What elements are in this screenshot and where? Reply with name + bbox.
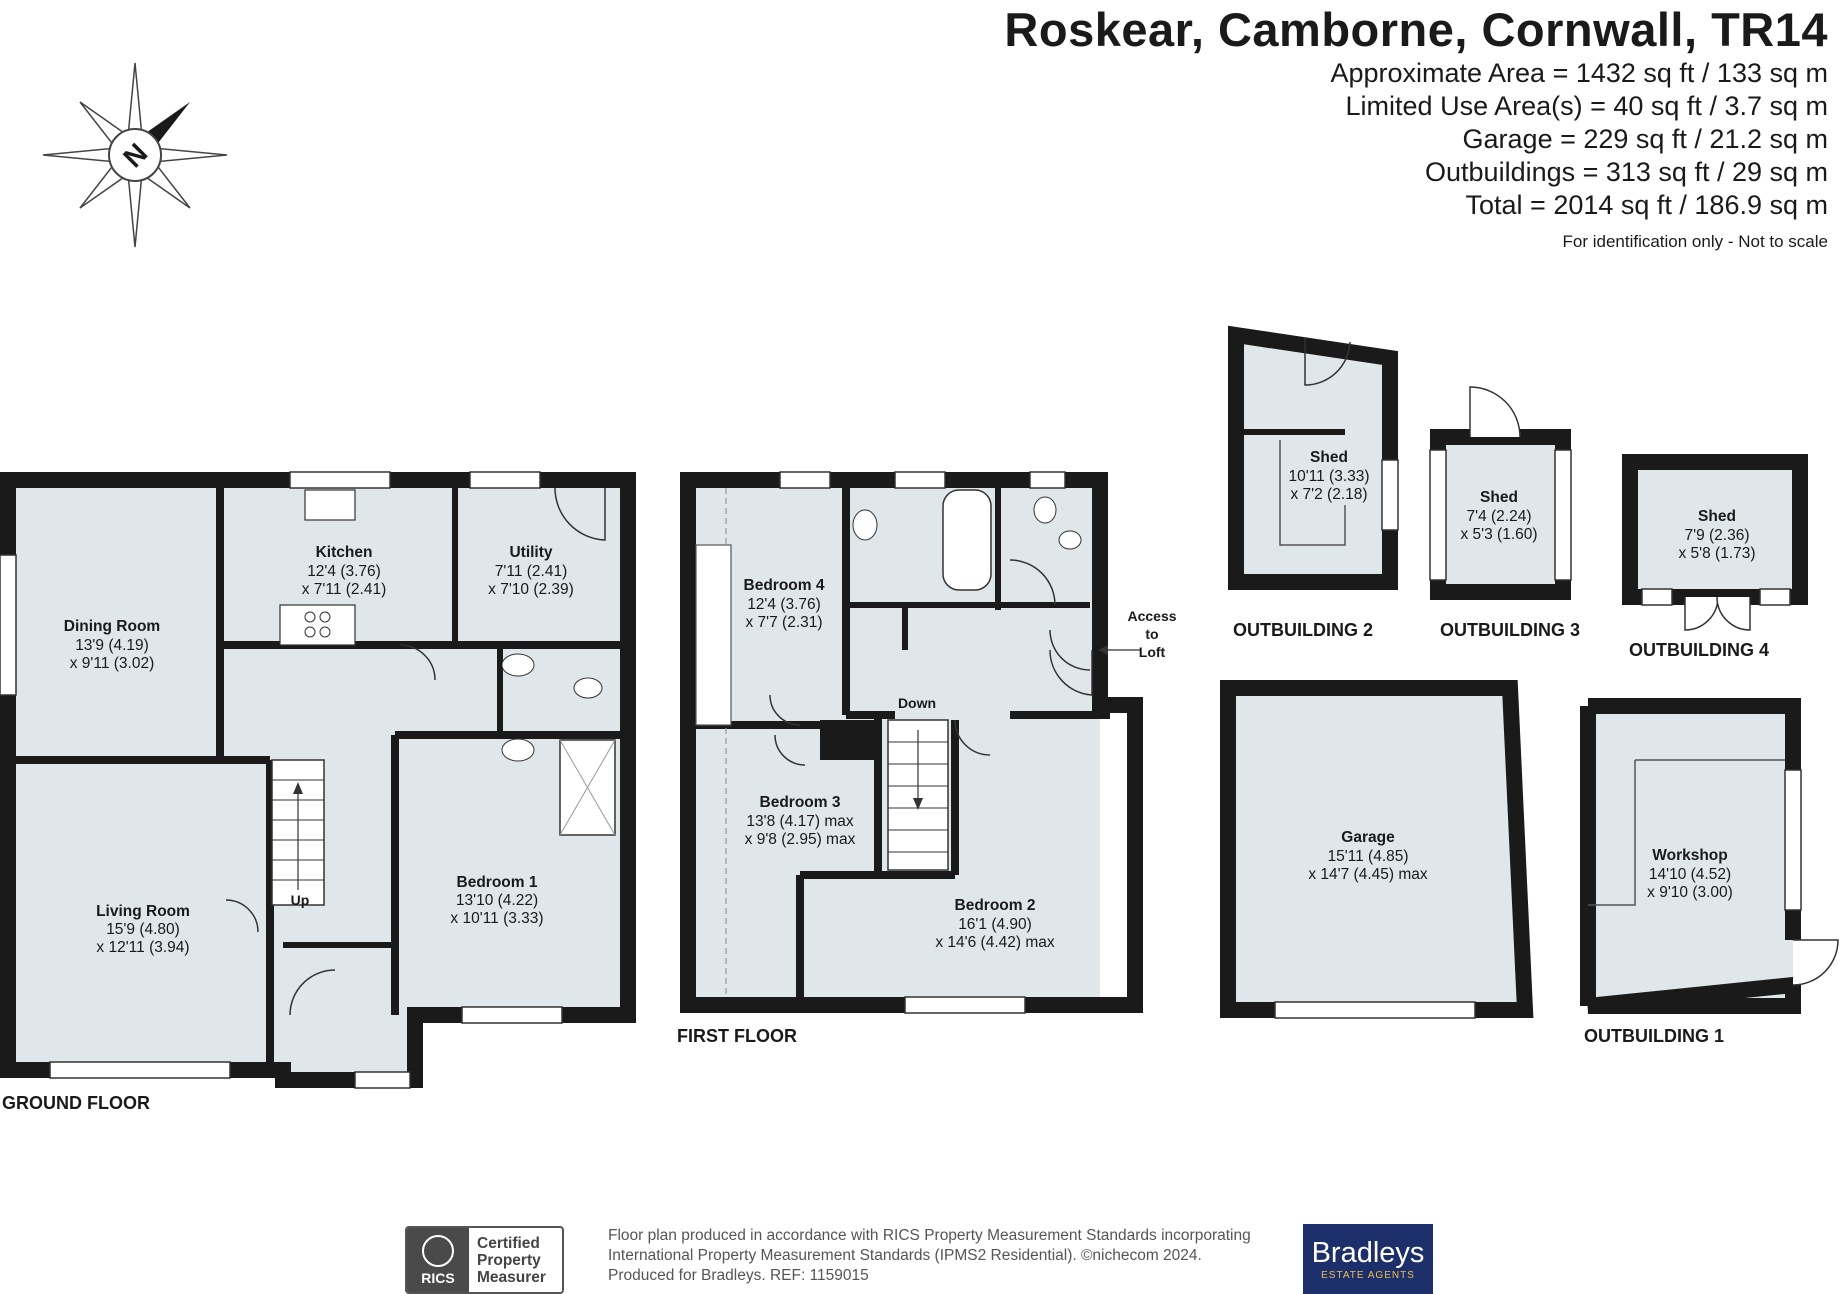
shed-2-dim1: 10'11 (3.33) — [1288, 468, 1369, 485]
area-garage: Garage = 229 sq ft / 21.2 sq m — [1462, 124, 1828, 154]
garage-plan — [1220, 680, 1534, 1019]
access-loft-line3: Loft — [1139, 644, 1166, 660]
garage-dim2: x 14'7 (4.45) max — [1308, 866, 1428, 883]
bedroom-2-dim2: x 14'6 (4.42) max — [935, 934, 1055, 951]
shed-4-dim1: 7'9 (2.36) — [1685, 527, 1750, 544]
bedroom-4-dim2: x 7'7 (2.31) — [745, 614, 822, 631]
shed-3-dim1: 7'4 (2.24) — [1467, 508, 1532, 525]
first-floor-label: FIRST FLOOR — [677, 1026, 797, 1046]
bedroom-1-name: Bedroom 1 — [457, 874, 538, 891]
utility-name: Utility — [509, 544, 552, 561]
ground-floor-label: GROUND FLOOR — [2, 1093, 150, 1113]
bedroom-2-dim1: 16'1 (4.90) — [958, 916, 1032, 933]
first-stairs — [887, 719, 949, 871]
brand-name: Bradleys — [1311, 1236, 1425, 1269]
bedroom-2-name: Bedroom 2 — [955, 897, 1036, 914]
brand-subtitle: ESTATE AGENTS — [1321, 1269, 1415, 1281]
ground-floor-plan — [0, 471, 636, 1089]
rics-line-1: Certified — [477, 1234, 540, 1252]
bedroom-3-dim2: x 9'8 (2.95) max — [745, 831, 856, 848]
rics-crest-icon — [422, 1234, 454, 1267]
utility-dim2: x 7'10 (2.39) — [488, 581, 574, 598]
first-floor-plan — [680, 471, 1143, 1014]
living-room-dim1: 15'9 (4.80) — [106, 921, 180, 938]
area-limited-use: Limited Use Area(s) = 40 sq ft / 3.7 sq … — [1345, 91, 1828, 121]
shed-4-dim2: x 5'8 (1.73) — [1678, 545, 1755, 562]
living-room-dim2: x 12'11 (3.94) — [96, 939, 189, 956]
rics-line-2: Property — [477, 1251, 541, 1269]
outbuilding-2-label: OUTBUILDING 2 — [1233, 620, 1373, 640]
footer-disclaimer: Floor plan produced in accordance with R… — [608, 1226, 1251, 1286]
property-title: Roskear, Camborne, Cornwall, TR14 — [1004, 3, 1828, 56]
bedroom-4-dim1: 12'4 (3.76) — [747, 596, 821, 613]
dining-room-dim2: x 9'11 (3.02) — [70, 655, 155, 672]
shed-2-dim2: x 7'2 (2.18) — [1290, 486, 1367, 503]
shed-4-name: Shed — [1698, 508, 1736, 525]
outbuilding-4-label: OUTBUILDING 4 — [1629, 640, 1769, 660]
floor-plan: N — [0, 62, 1839, 1113]
outbuilding-4-plan — [1622, 454, 1808, 631]
outbuilding-3-label: OUTBUILDING 3 — [1440, 620, 1580, 640]
workshop-dim2: x 9'10 (3.00) — [1647, 884, 1733, 901]
bedroom-1-dim1: 13'10 (4.22) — [456, 892, 538, 909]
access-loft-line1: Access — [1127, 608, 1176, 624]
kitchen-name: Kitchen — [316, 544, 373, 561]
outbuilding-3-plan — [1429, 386, 1572, 600]
dining-room-name: Dining Room — [64, 618, 160, 635]
outbuilding-1-plan — [1580, 698, 1839, 1014]
bedroom-4-name: Bedroom 4 — [744, 577, 825, 594]
area-outbuildings: Outbuildings = 313 sq ft / 29 sq m — [1425, 157, 1828, 187]
scale-note: For identification only - Not to scale — [1562, 232, 1828, 251]
stairs-down-label: Down — [898, 695, 936, 711]
garage-dim1: 15'11 (4.85) — [1327, 848, 1408, 865]
living-room-name: Living Room — [96, 903, 190, 920]
access-loft-line2: to — [1145, 626, 1158, 642]
kitchen-dim1: 12'4 (3.76) — [307, 563, 381, 580]
kitchen-dim2: x 7'11 (2.41) — [302, 581, 387, 598]
shed-2-name: Shed — [1310, 449, 1348, 466]
stairs-up-label: Up — [291, 892, 310, 908]
bedroom-1-dim2: x 10'11 (3.33) — [450, 910, 543, 927]
outbuilding-2-plan — [1228, 325, 1399, 590]
ground-stairs — [271, 759, 325, 906]
shed-3-dim2: x 5'3 (1.60) — [1460, 526, 1537, 543]
footer-line-1: Floor plan produced in accordance with R… — [608, 1227, 1251, 1244]
dining-room-dim1: 13'9 (4.19) — [75, 637, 149, 654]
outbuilding-1-label: OUTBUILDING 1 — [1584, 1026, 1724, 1046]
footer-line-2: International Property Measurement Stand… — [608, 1247, 1202, 1264]
bradleys-logo: Bradleys ESTATE AGENTS — [1303, 1224, 1433, 1294]
workshop-dim1: 14'10 (4.52) — [1649, 866, 1731, 883]
utility-dim1: 7'11 (2.41) — [495, 563, 567, 580]
workshop-name: Workshop — [1652, 847, 1728, 864]
bedroom-3-name: Bedroom 3 — [760, 794, 841, 811]
rics-logo: RICS — [407, 1228, 469, 1292]
rics-badge-text: Certified Property Measurer — [469, 1235, 546, 1286]
footer: RICS Certified Property Measurer Floor p… — [405, 1224, 1435, 1294]
bedroom-3-dim1: 13'8 (4.17) max — [746, 813, 853, 830]
footer-line-3: Produced for Bradleys. REF: 1159015 — [608, 1267, 869, 1284]
area-approximate: Approximate Area = 1432 sq ft / 133 sq m — [1330, 58, 1828, 88]
garage-name: Garage — [1341, 829, 1395, 846]
rics-certified-badge: RICS Certified Property Measurer — [405, 1226, 564, 1294]
rics-short: RICS — [421, 1269, 455, 1286]
north-arrow-compass-icon: N — [42, 62, 228, 248]
shed-3-name: Shed — [1480, 489, 1518, 506]
rics-line-3: Measurer — [477, 1268, 546, 1286]
area-total: Total = 2014 sq ft / 186.9 sq m — [1465, 190, 1828, 220]
